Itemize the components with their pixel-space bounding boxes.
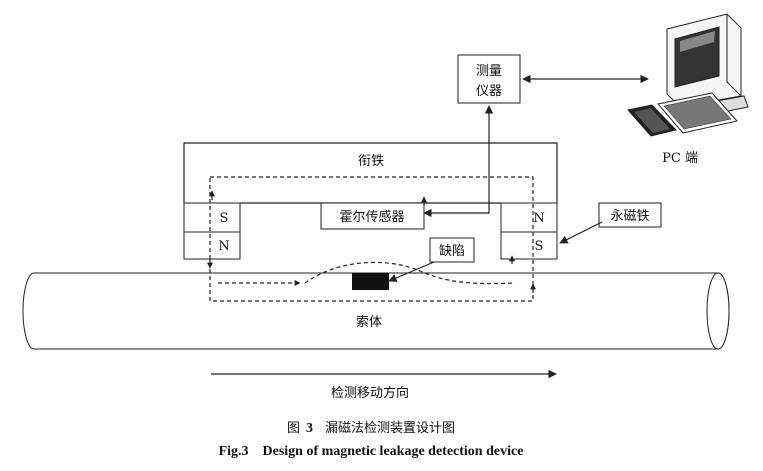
hall-sensor-label: 霍尔传感器 (339, 209, 404, 225)
defect-callout: 缺陷 (388, 237, 475, 282)
permanent-magnet-callout: 永磁铁 (559, 202, 662, 244)
right-magnet-top-label: N (533, 211, 544, 226)
caption-cn-number: 3 (306, 421, 313, 436)
left-magnet: S N (183, 202, 241, 260)
meter-box: 测量 仪器 (457, 54, 521, 104)
meter-label-line2: 仪器 (476, 84, 502, 99)
pc-label: PC 端 (662, 151, 698, 166)
meter-label-line1: 测量 (476, 64, 502, 79)
defect-block (352, 273, 389, 290)
defect-label: 缺陷 (439, 244, 465, 259)
cable-cylinder (22, 272, 730, 350)
caption-cn-text: 漏磁法检测装置设计图 (325, 420, 455, 436)
caption-en: Fig.3 Design of magnetic leakage detecti… (219, 444, 524, 459)
desktop-computer-icon (627, 13, 749, 137)
sensor-meter-link (423, 105, 494, 218)
left-magnet-top-label: S (220, 211, 229, 226)
armature (183, 142, 558, 204)
caption-cn-prefix: 图 (287, 421, 300, 436)
direction-label: 检测移动方向 (331, 385, 409, 401)
right-magnet: N S (500, 202, 558, 260)
left-magnet-bottom-label: N (218, 239, 229, 254)
hall-sensor: 霍尔传感器 (320, 202, 425, 230)
right-magnet-bottom-label: S (535, 239, 544, 254)
cable-label: 索体 (356, 315, 382, 330)
permanent-magnet-label: 永磁铁 (610, 209, 649, 224)
armature-label: 衔铁 (358, 154, 384, 169)
